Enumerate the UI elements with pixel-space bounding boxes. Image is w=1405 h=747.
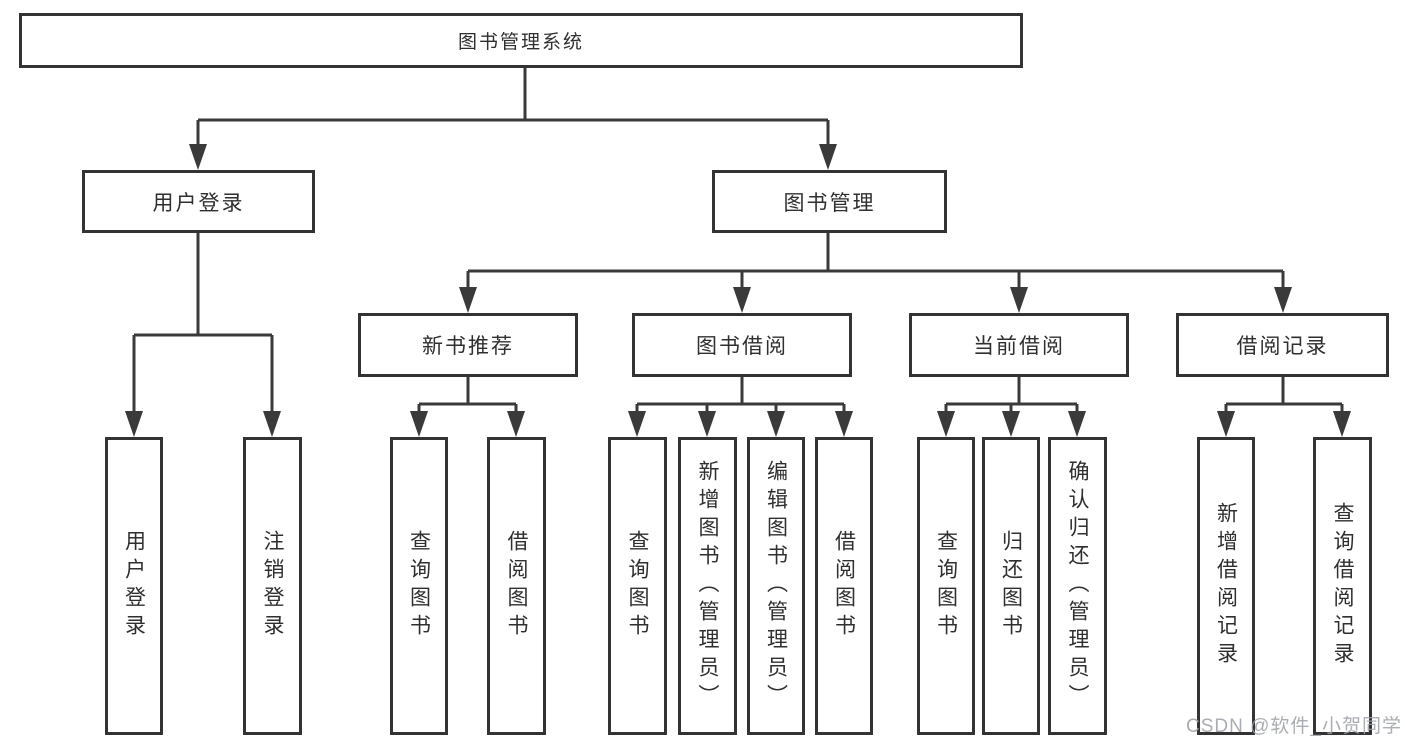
leaf-logout: 注销登录 xyxy=(243,437,302,735)
leaf-query-books-3: 查询图书 xyxy=(917,437,975,735)
leaf-label: 用户登录 xyxy=(122,530,146,642)
leaf-edit-book-admin: 编辑图书（管理员） xyxy=(747,437,805,735)
node-root-label: 图书管理系统 xyxy=(457,32,584,53)
node-root: 图书管理系统 xyxy=(19,13,1023,68)
node-user-login: 用户登录 xyxy=(82,170,315,233)
node-borrow-records: 借阅记录 xyxy=(1176,313,1389,377)
leaf-label: 新增图书（管理员） xyxy=(696,460,719,712)
leaf-confirm-return-admin: 确认归还（管理员） xyxy=(1048,437,1107,735)
node-label: 用户登录 xyxy=(152,191,245,215)
watermark: CSDN @软件_小贺同学 xyxy=(1186,716,1402,737)
leaf-label: 归还图书 xyxy=(999,530,1023,642)
node-current-borrow: 当前借阅 xyxy=(909,313,1129,377)
node-new-book-recommend: 新书推荐 xyxy=(358,313,578,377)
node-label: 图书管理 xyxy=(783,191,876,215)
node-label: 当前借阅 xyxy=(973,335,1065,358)
leaf-label: 借阅图书 xyxy=(832,530,856,642)
node-label: 借阅记录 xyxy=(1236,335,1329,358)
leaf-query-books-1: 查询图书 xyxy=(390,437,448,735)
leaf-label: 注销登录 xyxy=(261,530,284,642)
node-book-management: 图书管理 xyxy=(712,170,947,233)
node-label: 图书借阅 xyxy=(696,335,788,358)
leaf-add-book-admin: 新增图书（管理员） xyxy=(678,437,737,735)
leaf-label: 新增借阅记录 xyxy=(1214,502,1238,670)
leaf-user-login: 用户登录 xyxy=(105,437,163,735)
leaf-label: 查询图书 xyxy=(934,530,958,642)
leaf-add-borrow-record: 新增借阅记录 xyxy=(1197,437,1255,735)
node-label: 新书推荐 xyxy=(422,335,514,358)
leaf-label: 编辑图书（管理员） xyxy=(764,460,788,712)
leaf-label: 借阅图书 xyxy=(505,530,528,642)
leaf-return-book: 归还图书 xyxy=(982,437,1040,735)
node-book-borrow: 图书借阅 xyxy=(632,313,852,377)
leaf-query-books-2: 查询图书 xyxy=(608,437,667,735)
leaf-label: 确认归还（管理员） xyxy=(1066,460,1089,712)
leaf-borrow-books-1: 借阅图书 xyxy=(487,437,546,735)
leaf-borrow-books-2: 借阅图书 xyxy=(815,437,873,735)
leaf-label: 查询借阅记录 xyxy=(1331,502,1354,670)
leaf-label: 查询图书 xyxy=(407,530,431,642)
leaf-query-borrow-record: 查询借阅记录 xyxy=(1313,437,1372,735)
leaf-label: 查询图书 xyxy=(626,530,649,642)
